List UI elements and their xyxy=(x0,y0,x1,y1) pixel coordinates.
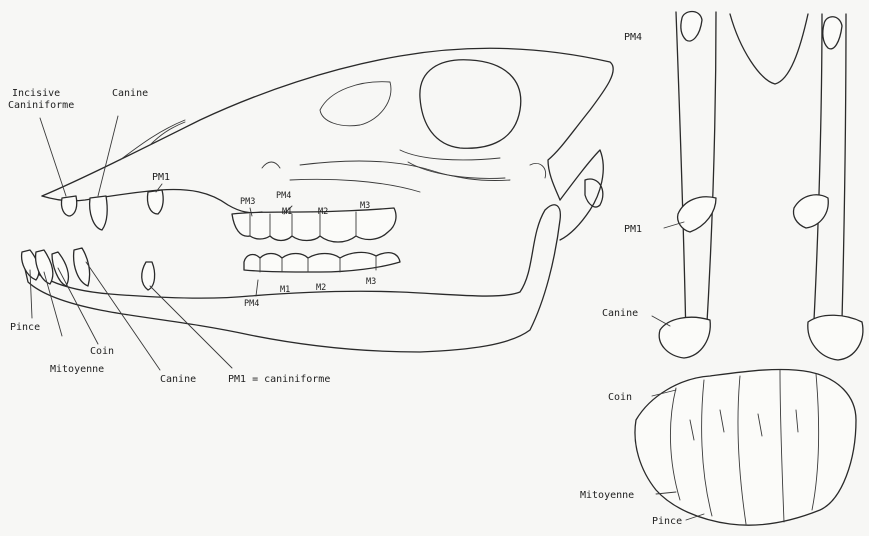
label-pm1-caniniforme: PM1 = caniniforme xyxy=(228,374,330,385)
nasal-line xyxy=(120,120,185,160)
label-m1-upper: M1 xyxy=(282,207,292,217)
label-mandible-canine: Canine xyxy=(602,308,638,319)
label-mandible-pm1: PM1 xyxy=(624,224,642,235)
lower-cheek-teeth-row xyxy=(244,252,400,272)
label-pince: Pince xyxy=(10,322,40,333)
upper-incisive-tooth xyxy=(61,196,76,216)
left-pm4-tooth xyxy=(681,12,702,42)
label-caniniforme: Caniniforme xyxy=(8,100,74,111)
upper-cheek-teeth-row xyxy=(232,208,396,242)
label-mandible-mitoyenne: Mitoyenne xyxy=(580,490,634,501)
mandible-dorsal-view xyxy=(635,12,863,526)
label-m2-upper: M2 xyxy=(318,207,328,217)
label-incisive: Incisive xyxy=(12,88,60,99)
label-mandible-coin: Coin xyxy=(608,392,632,403)
lower-pm1-tooth xyxy=(142,262,155,290)
leader-lines-skull xyxy=(30,116,292,370)
incisor-arcade xyxy=(635,369,856,525)
label-mandible-pm4: PM4 xyxy=(624,32,642,43)
label-pm3: PM3 xyxy=(240,197,255,207)
occipital xyxy=(560,150,603,240)
zygomatic-arch xyxy=(290,161,510,192)
upper-canine-tooth xyxy=(90,196,108,230)
label-pm4-lower: PM4 xyxy=(244,299,259,309)
mandible-symphysis xyxy=(730,14,808,84)
mandible-right-ramus xyxy=(814,14,846,320)
lower-canine-tooth xyxy=(74,248,90,286)
orbit xyxy=(420,60,521,148)
label-m3-upper: M3 xyxy=(360,201,370,211)
left-pm1-tooth xyxy=(678,197,716,232)
label-m2-lower: M2 xyxy=(316,283,326,293)
orbit-bar xyxy=(400,150,505,178)
lower-mitoyenne-tooth xyxy=(36,250,53,284)
label-coin: Coin xyxy=(90,346,114,357)
skull-outline xyxy=(42,48,613,200)
left-canine-tooth xyxy=(659,317,710,358)
label-mitoyenne: Mitoyenne xyxy=(50,364,104,375)
label-m1-lower: M1 xyxy=(280,285,290,295)
cranial-line-1 xyxy=(320,82,391,126)
mandible-left-ramus xyxy=(676,12,716,340)
label-pm4-upper: PM4 xyxy=(276,191,291,201)
label-m3-lower: M3 xyxy=(366,277,376,287)
right-pm4-tooth xyxy=(823,17,842,49)
label-pm1-upper: PM1 xyxy=(152,172,170,183)
right-pm1-tooth xyxy=(794,195,829,228)
label-canine-lower: Canine xyxy=(160,374,196,385)
upper-pm1-tooth xyxy=(147,190,163,214)
lower-coin-tooth xyxy=(52,252,68,286)
right-canine-tooth xyxy=(808,315,863,360)
label-mandible-pince: Pince xyxy=(652,516,682,527)
label-canine-upper: Canine xyxy=(112,88,148,99)
